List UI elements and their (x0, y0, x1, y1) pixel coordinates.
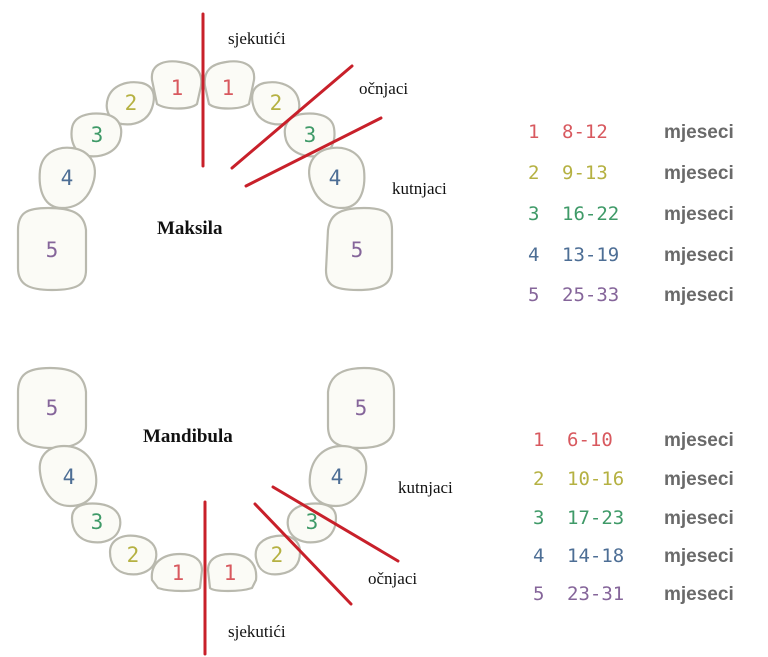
maxilla-legend-row-3: 3 16-22 mjeseci (528, 203, 734, 225)
mandible-legend-row-4: 4 14-18 mjeseci (533, 545, 734, 567)
tooth-number: 3 (306, 510, 319, 534)
legend-range: 6-10 (567, 429, 613, 451)
legend-unit: mjeseci (664, 122, 734, 143)
legend-range: 25-33 (562, 284, 619, 306)
legend-unit: mjeseci (664, 469, 734, 490)
mandible-canine-divider-upper (271, 485, 400, 563)
maxilla-legend-row-2: 2 9-13 mjeseci (528, 162, 734, 184)
tooth-number: 4 (331, 465, 344, 489)
tooth-number: 1 (171, 76, 184, 100)
mandible-tooth-5-left: 5 (16, 366, 88, 450)
legend-number: 2 (528, 162, 539, 184)
mandible-legend: 1 6-10 mjeseci 2 10-16 mjeseci 3 17-23 m… (533, 429, 734, 605)
maxilla-title: Maksila (157, 218, 223, 239)
mandible-canine-divider-lower (253, 502, 353, 606)
mandible-arch: 5 5 4 4 3 3 2 2 (16, 366, 396, 593)
mandible-tooth-4-right: 4 (308, 444, 368, 508)
tooth-number: 3 (304, 123, 317, 147)
tooth-number: 1 (224, 561, 237, 585)
tooth-number: 3 (91, 510, 104, 534)
tooth-number: 1 (172, 561, 185, 585)
mandible-tooth-1-right: 1 (206, 552, 258, 593)
tooth-number: 5 (46, 396, 59, 420)
maxilla-tooth-5-left: 5 (16, 206, 88, 292)
maxilla-tooth-4-left: 4 (38, 146, 96, 210)
legend-range: 13-19 (562, 244, 619, 266)
legend-number: 3 (533, 507, 544, 529)
legend-unit: mjeseci (664, 285, 734, 306)
tooth-number: 5 (351, 238, 364, 262)
mandible-legend-row-1: 1 6-10 mjeseci (533, 429, 734, 451)
legend-number: 1 (528, 121, 539, 143)
legend-range: 9-13 (562, 162, 608, 184)
legend-unit: mjeseci (664, 584, 734, 605)
tooth-number: 4 (329, 166, 342, 190)
legend-number: 4 (533, 545, 544, 567)
legend-range: 16-22 (562, 203, 619, 225)
legend-unit: mjeseci (664, 163, 734, 184)
legend-number: 2 (533, 468, 544, 490)
legend-number: 5 (528, 284, 539, 306)
maxilla-canine-divider-upper (230, 64, 354, 170)
legend-unit: mjeseci (664, 546, 734, 567)
mandible-tooth-5-right: 5 (326, 366, 396, 450)
maxilla-legend-row-4: 4 13-19 mjeseci (528, 244, 734, 266)
mandible-tooth-4-left: 4 (38, 444, 98, 508)
legend-range: 8-12 (562, 121, 608, 143)
tooth-number: 4 (61, 166, 74, 190)
mandible-tooth-2-left: 2 (108, 534, 158, 576)
mandible-legend-row-3: 3 17-23 mjeseci (533, 507, 734, 529)
legend-number: 3 (528, 203, 539, 225)
legend-unit: mjeseci (664, 245, 734, 266)
maxilla-tooth-4-right: 4 (308, 146, 366, 210)
tooth-number: 4 (63, 465, 76, 489)
legend-number: 4 (528, 244, 539, 266)
maxilla-canines-label: očnjaci (359, 79, 408, 98)
mandible-tooth-3-right: 3 (286, 502, 338, 544)
maxilla-incisors-label: sjekutići (228, 29, 286, 48)
mandible-title: Mandibula (143, 426, 233, 447)
mandible-incisors-label: sjekutići (228, 622, 286, 641)
maxilla-tooth-2-right: 2 (251, 81, 301, 126)
legend-range: 10-16 (567, 468, 624, 490)
maxilla-tooth-5-right: 5 (324, 206, 394, 292)
mandible-tooth-2-right: 2 (254, 534, 302, 576)
mandible-tooth-3-left: 3 (70, 502, 122, 544)
legend-number: 5 (533, 583, 544, 605)
tooth-number: 3 (91, 123, 104, 147)
legend-range: 17-23 (567, 507, 624, 529)
mandible-tooth-1-left: 1 (150, 552, 204, 593)
tooth-number: 1 (222, 76, 235, 100)
legend-unit: mjeseci (664, 508, 734, 529)
maxilla-arch: 1 1 2 2 3 3 4 4 (16, 60, 394, 292)
tooth-number: 2 (271, 543, 284, 567)
maxilla-tooth-1-left: 1 (150, 60, 203, 110)
tooth-number: 2 (270, 91, 283, 115)
tooth-number: 5 (46, 238, 59, 262)
legend-number: 1 (533, 429, 544, 451)
tooth-number: 2 (125, 91, 138, 115)
maxilla-legend-row-5: 5 25-33 mjeseci (528, 284, 734, 306)
maxilla-tooth-1-right: 1 (203, 60, 256, 110)
tooth-number: 5 (355, 396, 368, 420)
maxilla-legend-row-1: 1 8-12 mjeseci (528, 121, 734, 143)
tooth-number: 2 (127, 543, 140, 567)
mandible-legend-row-2: 2 10-16 mjeseci (533, 468, 734, 490)
mandible-canines-label: očnjaci (368, 569, 417, 588)
legend-unit: mjeseci (664, 204, 734, 225)
mandible-molars-label: kutnjaci (398, 478, 453, 497)
legend-range: 23-31 (567, 583, 624, 605)
legend-unit: mjeseci (664, 430, 734, 451)
mandible-legend-row-5: 5 23-31 mjeseci (533, 583, 734, 605)
maxilla-canine-divider-lower (244, 116, 383, 188)
maxilla-legend: 1 8-12 mjeseci 2 9-13 mjeseci 3 16-22 mj… (528, 121, 734, 306)
legend-range: 14-18 (567, 545, 624, 567)
maxilla-molars-label: kutnjaci (392, 179, 447, 198)
